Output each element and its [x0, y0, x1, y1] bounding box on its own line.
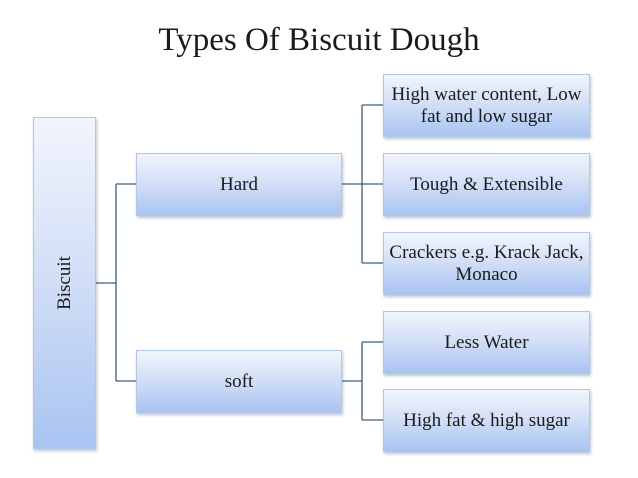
leaf-node-high-water-content: High water content, Low fat and low suga… — [383, 74, 590, 137]
leaf-node-crackers: Crackers e.g. Krack Jack, Monaco — [383, 232, 590, 295]
leaf-node-less-water: Less Water — [383, 311, 590, 374]
root-node-biscuit: Biscuit — [33, 117, 96, 449]
branch-node-label: soft — [224, 370, 254, 392]
leaf-node-label: High water content, Low fat and low suga… — [391, 83, 582, 127]
root-node-label: Biscuit — [53, 256, 75, 310]
branch-node-hard: Hard — [136, 153, 342, 216]
branch-node-label: Hard — [220, 173, 258, 195]
leaf-node-high-fat-high-sugar: High fat & high sugar — [383, 389, 590, 452]
leaf-node-label: Crackers e.g. Krack Jack, Monaco — [389, 241, 584, 285]
diagram-title: Types Of Biscuit Dough — [158, 22, 480, 58]
connector-hard-children — [342, 104, 383, 264]
connector-root-branches — [96, 183, 136, 382]
leaf-node-tough-extensible: Tough & Extensible — [383, 153, 590, 216]
leaf-node-label: Tough & Extensible — [410, 173, 563, 195]
connector-soft-children — [342, 341, 383, 421]
branch-node-soft: soft — [136, 350, 342, 413]
leaf-node-label: Less Water — [444, 331, 529, 353]
leaf-node-label: High fat & high sugar — [403, 409, 570, 431]
